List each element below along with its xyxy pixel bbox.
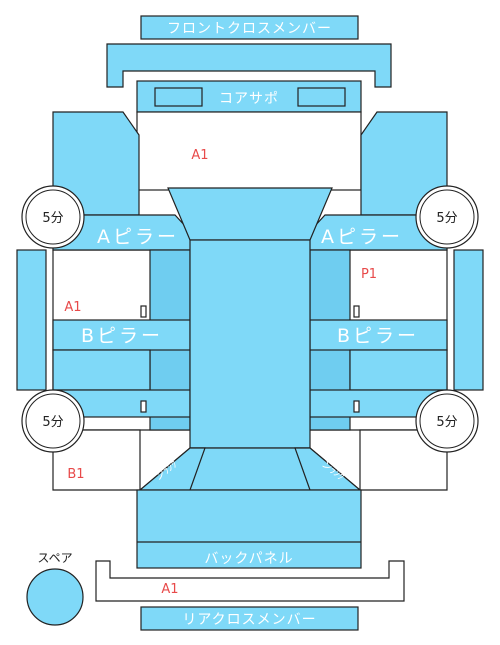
- damage-code-rear-cross: A1: [161, 582, 178, 597]
- right-sill[interactable]: [453, 249, 484, 391]
- wheel-front-right-text: 5分: [436, 211, 457, 226]
- a-pillar-left[interactable]: Aピラー: [52, 214, 199, 251]
- wheel-rear-right[interactable]: 5分: [415, 389, 479, 453]
- back-panel-label: バックパネル: [204, 551, 293, 567]
- spare-tire[interactable]: [26, 568, 84, 626]
- b-pillar-right[interactable]: Bピラー: [309, 319, 448, 351]
- a-pillar-left-label: Aピラー: [97, 226, 179, 248]
- latch-left-upper: [140, 305, 147, 318]
- rear-cross-member-label: リアクロスメンバー: [182, 612, 316, 628]
- cabin-roof[interactable]: [167, 187, 333, 449]
- wheel-front-left[interactable]: 5分: [21, 185, 85, 249]
- damage-code-left-sill: A1: [64, 300, 81, 315]
- front-cross-member-label: フロントクロスメンバー: [167, 21, 332, 37]
- latch-left-lower: [140, 400, 147, 413]
- wheel-front-left-text: 5分: [42, 211, 63, 226]
- latch-right-lower: [353, 400, 360, 413]
- left-rear-door-panel[interactable]: [52, 349, 151, 391]
- wheel-rear-left-text: 5分: [42, 415, 63, 430]
- front-bay: [136, 111, 362, 191]
- b-pillar-right-label: Bピラー: [337, 325, 419, 347]
- headlight-right: [297, 87, 346, 107]
- front-cross-member[interactable]: フロントクロスメンバー: [140, 15, 359, 40]
- b-pillar-left-label: Bピラー: [81, 325, 163, 347]
- rear-bumper-bracket[interactable]: [95, 560, 405, 602]
- core-support-label: コアサポ: [219, 91, 279, 107]
- spare-label: スペア: [37, 551, 72, 565]
- wheel-rear-right-text: 5分: [436, 415, 457, 430]
- rear-cross-member[interactable]: リアクロスメンバー: [140, 606, 359, 631]
- damage-code-front: A1: [191, 148, 208, 163]
- wheel-rear-left[interactable]: 5分: [21, 389, 85, 453]
- latch-right-upper: [353, 305, 360, 318]
- right-rear-door-panel[interactable]: [349, 349, 448, 391]
- radiator-support[interactable]: [106, 43, 392, 88]
- core-support[interactable]: コアサポ: [136, 80, 362, 113]
- back-panel[interactable]: バックパネル: [136, 489, 362, 569]
- b-pillar-left[interactable]: Bピラー: [52, 319, 191, 351]
- headlight-left: [154, 87, 203, 107]
- damage-code-left-rear: B1: [67, 467, 84, 482]
- wheel-front-right[interactable]: 5分: [415, 185, 479, 249]
- trunk-area[interactable]: ンﾗﾝｸ ンﾗﾝｸ: [138, 447, 362, 491]
- a-pillar-right-label: Aピラー: [321, 226, 403, 248]
- left-sill[interactable]: [16, 249, 47, 391]
- damage-code-right-a-pillar: P1: [361, 267, 377, 282]
- roof-panel[interactable]: [189, 239, 311, 449]
